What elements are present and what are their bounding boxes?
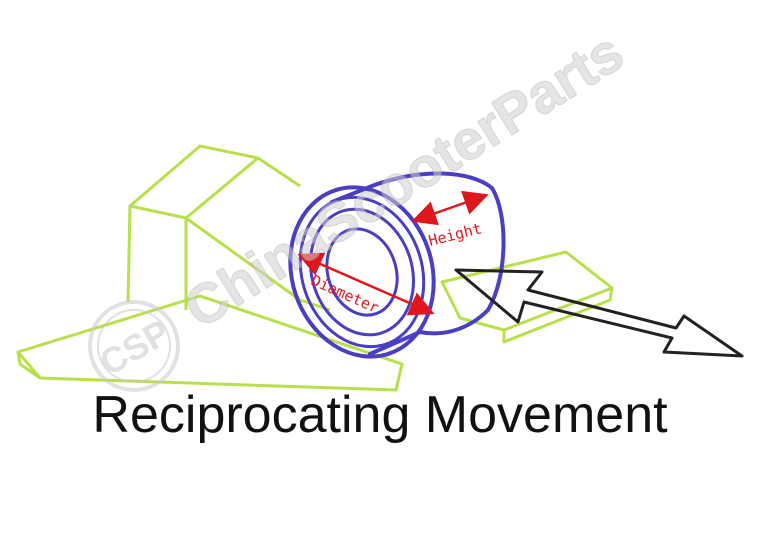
watermark-text: ChinaScooterParts — [173, 20, 634, 341]
height-label: Height — [427, 219, 484, 250]
diameter-label: Diameter — [308, 271, 381, 317]
diameter-dimension-arrow — [297, 252, 435, 316]
watermark-logo-text: CSP — [92, 311, 177, 384]
motion-double-arrow-icon — [454, 268, 744, 358]
diagram-caption: Reciprocating Movement — [92, 386, 668, 444]
height-dimension-arrow — [411, 190, 489, 226]
